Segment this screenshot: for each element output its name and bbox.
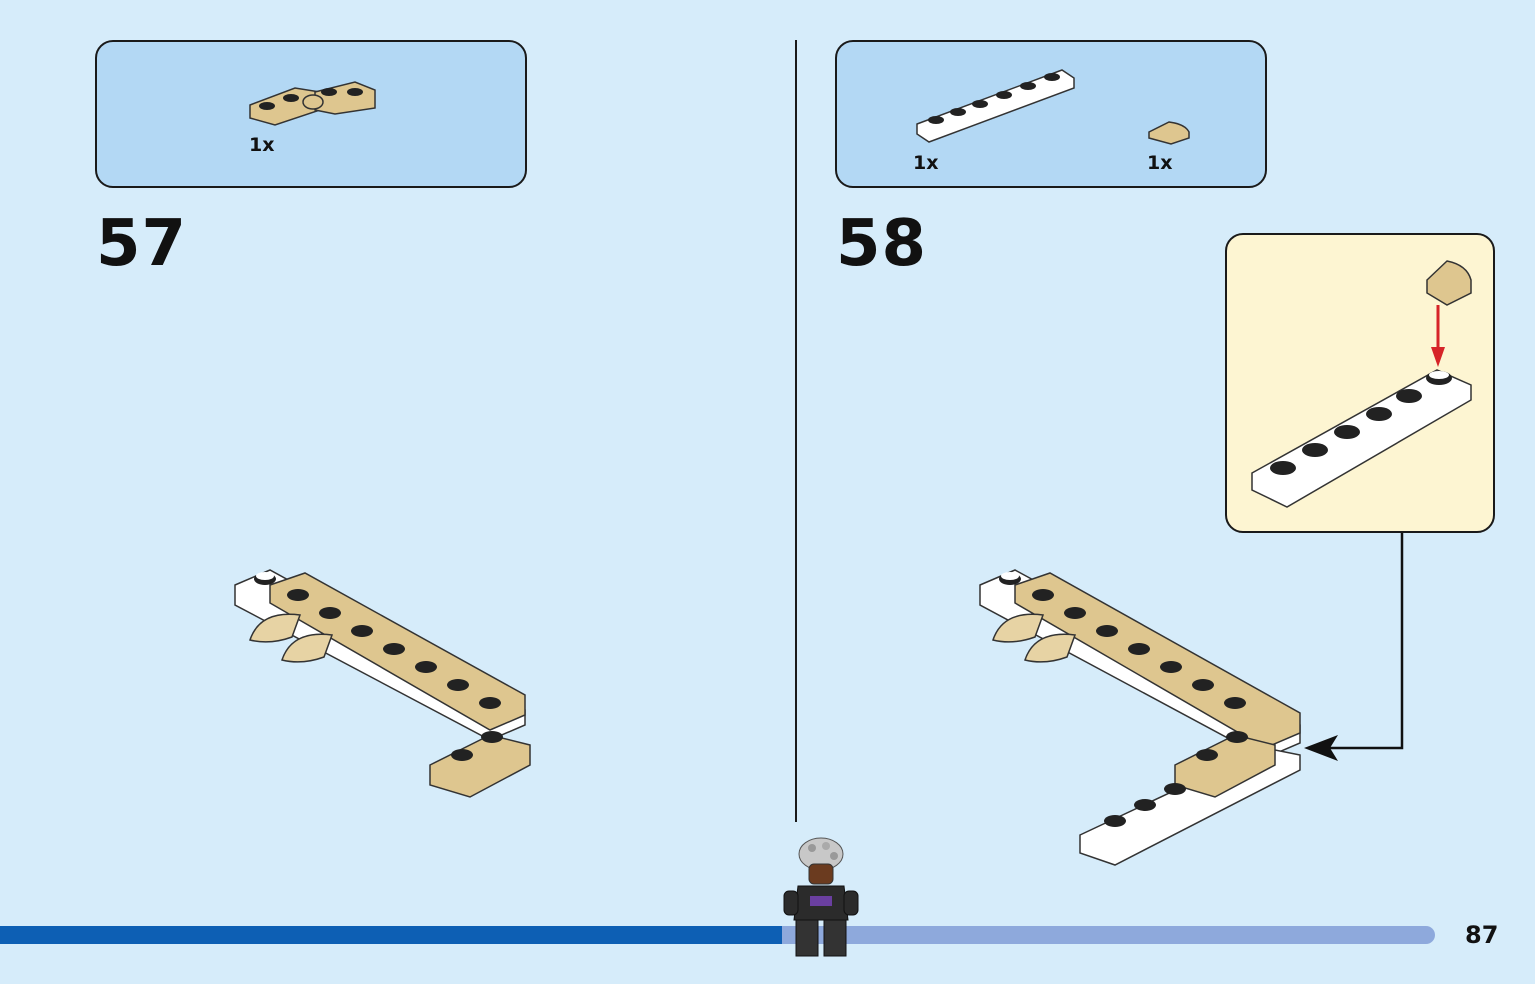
step-number-58: 58 bbox=[836, 207, 928, 281]
parts-box-step-57: 1x bbox=[95, 40, 527, 188]
white-plate-1x6-icon bbox=[916, 69, 1075, 143]
callout-panel bbox=[1225, 233, 1495, 533]
tan-hinge-plate-icon bbox=[249, 81, 376, 126]
minifigure-icon bbox=[783, 837, 859, 957]
progress-bar bbox=[0, 926, 1435, 944]
tan-quarter-tile-icon bbox=[1148, 121, 1190, 145]
step-number-57: 57 bbox=[96, 207, 188, 281]
step-57-assembly bbox=[234, 569, 531, 798]
progress-fill bbox=[0, 926, 783, 944]
step-58-assembly bbox=[979, 569, 1301, 866]
callout-plate-assembly bbox=[1251, 260, 1472, 508]
page-number: 87 bbox=[1465, 921, 1499, 949]
page-divider bbox=[795, 40, 797, 822]
part-qty: 1x bbox=[249, 134, 275, 156]
part-qty: 1x bbox=[913, 152, 939, 174]
callout-connector-arrow bbox=[1304, 533, 1404, 761]
parts-box-step-58: 1x 1x bbox=[835, 40, 1267, 188]
part-qty: 1x bbox=[1147, 152, 1173, 174]
